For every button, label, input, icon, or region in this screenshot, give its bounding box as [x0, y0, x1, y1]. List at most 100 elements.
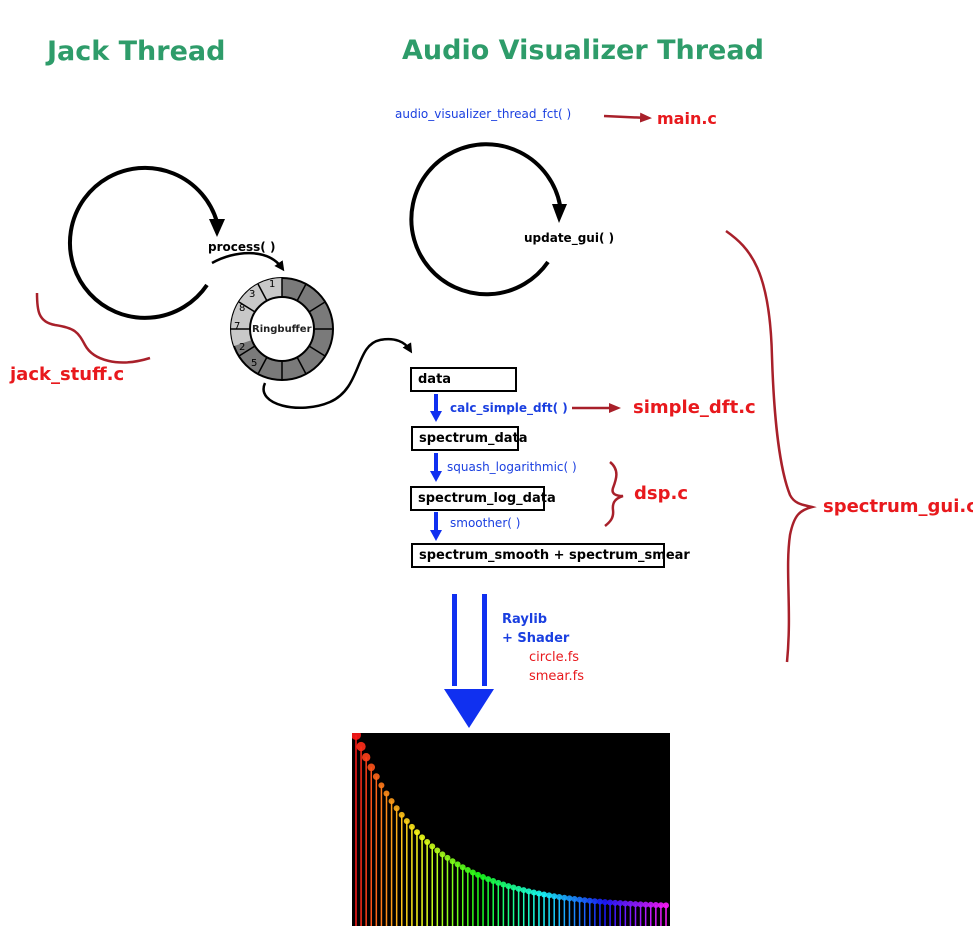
spectrum-peak — [351, 730, 361, 740]
spectrum-peak — [490, 878, 497, 885]
spectrum-peak — [439, 851, 446, 858]
ringbuffer — [230, 277, 334, 381]
update-gui-label: update_gui( ) — [524, 231, 615, 245]
jack-stuff-c-label: jack_stuff.c — [10, 364, 125, 385]
spectrum-peak — [581, 897, 588, 904]
spectrum-peak — [388, 798, 395, 805]
raylib-label: Raylib — [502, 612, 548, 627]
spectrum-peak — [500, 881, 507, 888]
spectrum-peak — [576, 896, 583, 903]
visualizer-loop-arrowhead — [552, 204, 567, 223]
spectrum-peak — [627, 900, 634, 907]
smoother-label: smoother( ) — [450, 516, 521, 530]
spectrum-peak — [413, 829, 420, 836]
spectrum-peak — [530, 889, 537, 896]
ringbuffer-slot: 7 — [234, 321, 241, 332]
jack-thread-title: Jack Thread — [47, 36, 226, 67]
spectrum-peak — [408, 823, 415, 830]
spectrum-peak — [464, 866, 471, 873]
spectrum-visualization-image — [351, 730, 670, 926]
spectrum-peak — [515, 885, 522, 892]
ringbuffer-slot: 8 — [239, 303, 246, 314]
spectrum-peak — [459, 864, 466, 871]
spectrum-peak — [449, 858, 456, 865]
visualizer-thread-title: Audio Visualizer Thread — [402, 35, 764, 66]
render-arrow — [444, 594, 494, 728]
spectrum-peak — [637, 901, 644, 908]
spectrum-peak — [566, 895, 573, 902]
jack-stuff-brace — [35, 292, 151, 364]
spectrum-smooth-box: spectrum_smooth + spectrum_smear — [411, 543, 690, 568]
spectrum-peak — [510, 884, 517, 891]
ringbuffer-label: Ringbuffer — [252, 324, 312, 335]
jack-loop-arrow — [67, 165, 219, 320]
spectrum-peak — [485, 876, 492, 883]
dsp-c-label: dsp.c — [634, 483, 688, 504]
spectrum-peak — [647, 901, 654, 908]
spectrum-peak — [546, 892, 553, 899]
spectrum-peak — [403, 818, 410, 825]
spectrum-peak — [561, 894, 568, 901]
spectrum-peak — [551, 893, 558, 900]
spectrum-peak — [663, 902, 669, 909]
spectrum-peak — [429, 843, 436, 850]
simple-dft-c-label: simple_dft.c — [633, 397, 756, 418]
main-arrow — [603, 112, 652, 123]
main-c-label: main.c — [657, 109, 717, 128]
data-box: data — [410, 367, 517, 392]
dsp-brace — [604, 461, 624, 527]
ringbuffer-slot: 5 — [251, 358, 258, 369]
squash-label: squash_logarithmic( ) — [447, 460, 577, 474]
spectrum-peak — [591, 898, 598, 905]
spectrum-peak — [495, 879, 502, 886]
spectrum-peak — [356, 741, 366, 752]
ringbuffer-slot: 2 — [239, 342, 246, 353]
spectrum-peak — [607, 899, 614, 906]
spectrum-peak — [372, 773, 380, 781]
circle-fs-label: circle.fs — [529, 650, 580, 665]
spectrum-data-box: spectrum_data — [411, 426, 528, 451]
spectrum-peak — [520, 887, 527, 894]
spectrum-peak — [535, 890, 542, 897]
jack-loop-arrowhead — [209, 219, 225, 237]
spectrum-peak — [657, 902, 664, 909]
spectrum-peak — [434, 847, 441, 854]
spectrum-peak — [505, 883, 512, 890]
spectrum-peak — [367, 763, 376, 772]
spectrum-gui-c-label: spectrum_gui.c — [823, 496, 973, 517]
shader-label: + Shader — [502, 631, 570, 646]
calc-dft-label: calc_simple_dft( ) — [450, 401, 568, 415]
spectrum-peak — [586, 897, 593, 904]
spectrum-log-data-box: spectrum_log_data — [410, 486, 556, 511]
spectrum-peak — [612, 899, 619, 906]
spectrum-peak — [541, 891, 548, 898]
spectrum-peak — [378, 782, 385, 789]
spectrum-peak — [480, 874, 487, 881]
spectrum-peak — [571, 896, 578, 903]
spectrum-gui-brace — [725, 229, 817, 663]
spectrum-peak — [617, 900, 624, 907]
spectrum-peak — [361, 753, 371, 762]
spectrum-peak — [474, 871, 481, 878]
process-to-buffer-arrow — [211, 251, 285, 272]
process-label: process( ) — [208, 240, 276, 254]
spectrum-peak — [652, 902, 659, 909]
spectrum-bars — [351, 730, 669, 926]
thread-fct-label: audio_visualizer_thread_fct( ) — [395, 107, 572, 121]
spectrum-peak — [642, 901, 649, 908]
spectrum-peak — [556, 893, 563, 900]
ringbuffer-slot: 3 — [249, 289, 256, 300]
spectrum-peak — [525, 888, 532, 895]
spectrum-peak — [383, 790, 390, 797]
spectrum-peak — [454, 861, 461, 868]
spectrum-peak — [424, 839, 431, 846]
smear-fs-label: smear.fs — [529, 669, 585, 684]
ringbuffer-slot: 1 — [269, 279, 276, 290]
spectrum-peak — [602, 899, 609, 906]
visualizer-loop-arrow — [409, 142, 562, 297]
spectrum-peak — [596, 898, 603, 905]
spectrum-peak — [398, 811, 405, 818]
spectrum-peak — [393, 805, 400, 812]
spectrum-peak — [469, 869, 476, 876]
